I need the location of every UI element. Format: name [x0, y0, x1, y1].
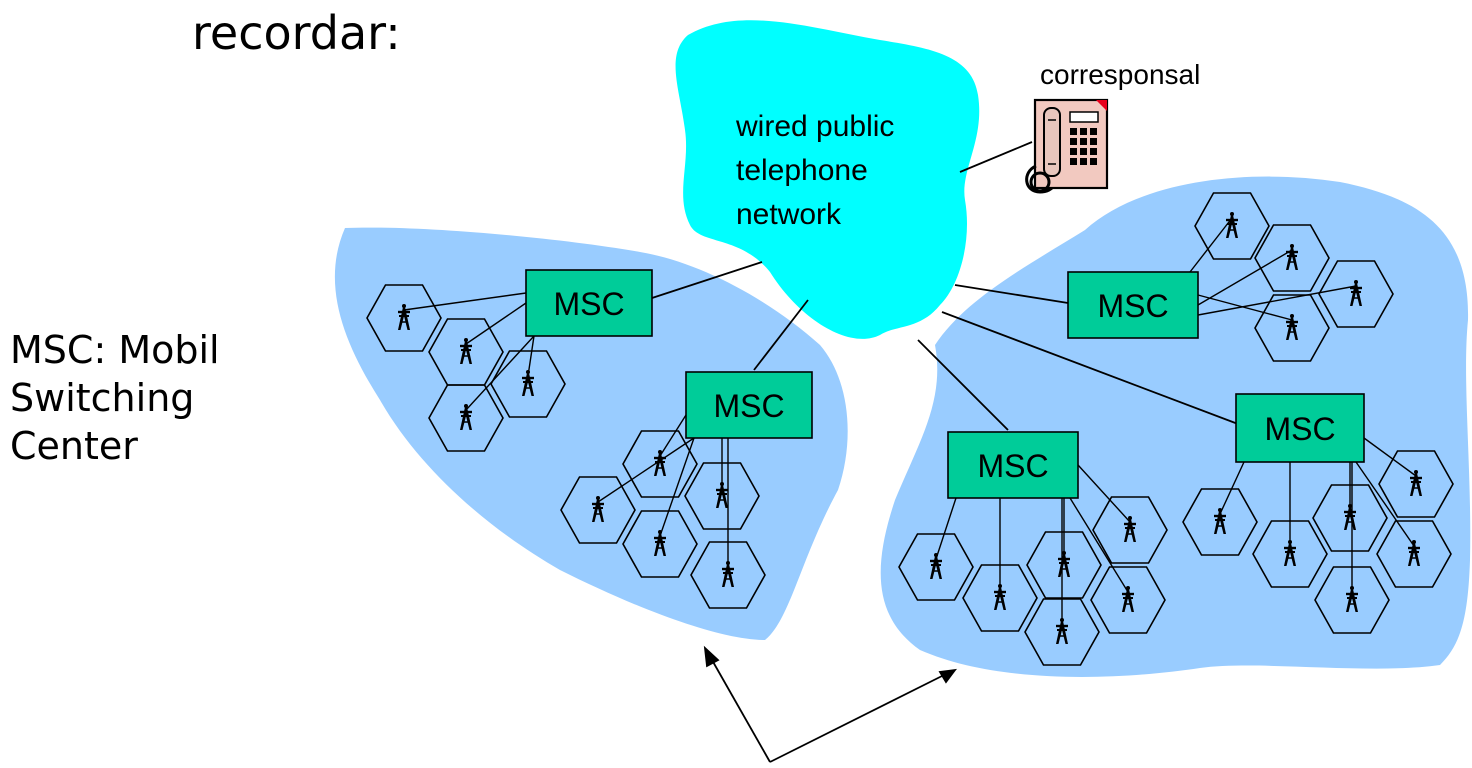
legend-line-3: Center	[10, 424, 138, 468]
network-links	[651, 141, 1239, 431]
page-heading: recordar:	[192, 6, 401, 60]
cell-msc-link	[465, 335, 535, 411]
cell-hexagon	[1254, 294, 1330, 362]
legend-line-1: MSC: Mobil	[10, 328, 220, 372]
cell-msc-link	[597, 437, 695, 503]
cell-msc-link	[935, 497, 957, 560]
cell-hexagon	[1378, 450, 1454, 518]
network-label-line-1: wired public	[735, 110, 894, 143]
msc-box	[525, 269, 653, 337]
cell-msc-link	[1197, 294, 1293, 321]
cell-msc-link	[1197, 285, 1357, 316]
cell-hexagon	[1194, 192, 1270, 260]
correspondent-label: corresponsal	[1040, 59, 1200, 90]
region-pointer-arrows	[703, 645, 958, 763]
msc-label: MSC	[977, 448, 1048, 484]
cell-hexagon	[690, 541, 766, 609]
cell-msc-link	[1355, 461, 1415, 547]
legend-line-2: Switching	[10, 376, 195, 420]
cell-hexagon	[684, 462, 760, 530]
cell-hexagon	[490, 350, 566, 418]
cell-msc-link	[1363, 437, 1417, 477]
msc-legend: MSC: Mobil Switching Center	[10, 326, 220, 470]
msc-box	[1067, 271, 1199, 339]
cell-hexagon	[622, 430, 698, 498]
msc-box	[685, 371, 813, 439]
cell-hexagon	[962, 564, 1038, 632]
msc-box	[947, 431, 1079, 499]
cell-msc-link	[1189, 217, 1233, 273]
msc-box	[1235, 393, 1365, 463]
cell-hexagon	[898, 533, 974, 601]
cell-hexagon	[1092, 496, 1168, 564]
cell-hexagon	[1254, 224, 1330, 292]
cell-hexagon	[1026, 531, 1102, 599]
cell-msc-link	[1197, 249, 1293, 306]
msc-label: MSC	[553, 286, 624, 322]
msc-label: MSC	[713, 388, 784, 424]
cell-hexagon	[1182, 488, 1258, 556]
cell-hexagon	[622, 510, 698, 578]
cell-hexagon	[1090, 566, 1166, 634]
cell-msc-link	[527, 335, 535, 377]
wired-telephone-network-cloud	[675, 20, 980, 339]
network-label-line-3: network	[736, 198, 842, 231]
cell-msc-link	[1077, 464, 1131, 523]
coverage-region-right	[880, 176, 1471, 677]
cell-hexagon	[1376, 520, 1452, 588]
cell-hexagon	[1252, 520, 1328, 588]
cell-hexagon	[560, 476, 636, 544]
cell-msc-link	[659, 414, 687, 457]
cell-hexagon	[428, 384, 504, 452]
cell-msc-link	[1069, 497, 1129, 593]
cell-hexagon	[1312, 484, 1388, 552]
cell-hexagon	[366, 284, 442, 352]
cell-hexagon	[1314, 566, 1390, 634]
cell-grid	[366, 192, 1454, 666]
msc-label: MSC	[1097, 288, 1168, 324]
cell-msc-link	[659, 437, 695, 537]
msc-label: MSC	[1264, 411, 1335, 447]
telephone-icon	[1025, 98, 1109, 194]
cell-hexagon	[1024, 598, 1100, 666]
cell-msc-link	[1219, 461, 1245, 515]
cell-hexagon	[1318, 260, 1394, 328]
coverage-region-left	[334, 227, 848, 640]
cell-msc-link	[465, 302, 527, 345]
network-label-line-2: telephone	[736, 154, 868, 187]
cell-msc-link	[403, 292, 527, 311]
